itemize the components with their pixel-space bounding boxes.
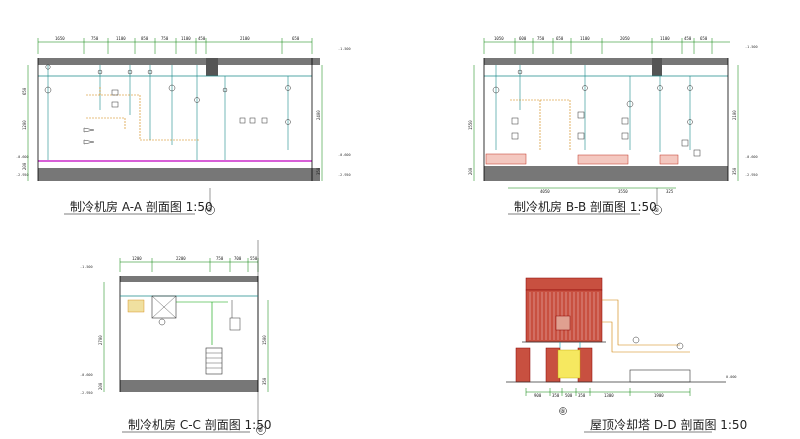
pump-base: [485, 153, 527, 165]
section-aa: 1650 750 1100 850 750 1100 450 2100 650: [16, 36, 351, 215]
duct-box: [151, 295, 177, 319]
dimension-text: 1200: [22, 120, 27, 130]
roof-slab: [120, 276, 258, 282]
dimension-text: 200: [468, 167, 473, 175]
floor-slab: [120, 380, 258, 392]
axis-label: ⑧: [258, 427, 263, 434]
dimension-text: 1050: [494, 36, 504, 41]
dimension-text: -2.950: [338, 173, 351, 177]
dimension-text: -0.600: [16, 155, 29, 159]
support-pier: [515, 347, 531, 383]
cooling-tower-top: [525, 277, 603, 291]
beam: [206, 58, 218, 76]
pump-base: [659, 154, 679, 165]
axis-label: ⑧: [560, 408, 565, 415]
dimension-text: 3550: [618, 189, 628, 194]
stair: [205, 347, 223, 375]
roof-slab: [38, 58, 320, 65]
dimension-text: 1300: [604, 393, 614, 398]
dimension-text: 2100: [732, 110, 737, 120]
dimension-text: -0.600: [745, 155, 758, 159]
dimension-text: 750: [161, 36, 169, 41]
dimension-text: 600: [519, 36, 527, 41]
floor-slab: [38, 168, 320, 181]
dimension-text: 1900: [654, 393, 664, 398]
dimension-text: 2100: [240, 36, 250, 41]
section-bb: 1050 600 750 650 1100 2050 1100 450 650: [468, 36, 758, 215]
dimension-text: 850: [141, 36, 149, 41]
dimension-text: 1650: [55, 36, 65, 41]
dimension-text: -1.500: [745, 45, 758, 49]
dimension-text: 350: [552, 393, 560, 398]
dimension-text: 550: [250, 256, 258, 261]
section-cc: 1200 2200 750 700 550 -1.500 -0.600 -2.950 270…: [80, 240, 271, 435]
dimension-text: 350: [578, 393, 586, 398]
dimension-text: 500: [565, 393, 573, 398]
dimension-text: 1550: [468, 120, 473, 130]
dimension-text: -0.600: [80, 373, 93, 377]
dimension-text: -0.600: [338, 153, 351, 157]
dimension-text: 325: [666, 189, 674, 194]
dimension-text: 450: [684, 36, 692, 41]
beam: [652, 58, 662, 76]
section-cc-title: 制冷机房 C-C 剖面图 1:50: [128, 417, 271, 432]
dimension-text: 750: [216, 256, 224, 261]
dimension-text: -2.950: [16, 173, 29, 177]
dimension-text: 750: [91, 36, 99, 41]
dimension-text: -1.500: [338, 47, 351, 51]
dimension-text: 2400: [316, 110, 321, 120]
dimension-text: 1500: [262, 335, 267, 345]
dimension-text: 2700: [98, 335, 103, 345]
dimension-text: 1200: [132, 256, 142, 261]
dimension-text: 750: [537, 36, 545, 41]
dimension-text: 200: [98, 382, 103, 390]
axis-marker: [652, 205, 662, 215]
dimension-text: 900: [534, 393, 542, 398]
section-bb-title: 制冷机房 B-B 剖面图 1:50: [514, 199, 657, 214]
dimension-text: 2050: [620, 36, 630, 41]
dimension-text: 1100: [116, 36, 126, 41]
dimension-text: 700: [234, 256, 242, 261]
dimension-text: 1100: [580, 36, 590, 41]
dimension-text: 350: [316, 167, 321, 175]
dimension-text: 1100: [660, 36, 670, 41]
dimension-text: 350: [262, 377, 267, 385]
axis-label: ②: [654, 207, 660, 214]
section-dd: 900 350 500 350 1300 1900 0.000 ⑧ 屋顶冷却塔 D-D 剖…: [506, 277, 747, 433]
equipment-base: [629, 369, 691, 383]
dimension-text: -1.500: [80, 265, 93, 269]
dimension-text: 650: [22, 87, 27, 95]
dimension-text: 650: [292, 36, 300, 41]
dimension-text: 2200: [176, 256, 186, 261]
dimension-text: 1100: [181, 36, 191, 41]
dimension-text: 650: [700, 36, 708, 41]
axis-marker: [256, 425, 266, 435]
floor-slab: [484, 166, 728, 181]
roof-slab: [484, 58, 728, 65]
axis-label: ②: [207, 207, 213, 214]
axis-marker: [205, 205, 215, 215]
chiller-base: [577, 154, 629, 165]
dimension-text: 200: [22, 162, 27, 170]
dimension-text: -2.950: [80, 391, 93, 395]
dimension-text: 4050: [540, 189, 550, 194]
dimension-text: 350: [732, 167, 737, 175]
axis-marker: [559, 407, 567, 415]
dimension-text: 450: [198, 36, 206, 41]
section-dd-title: 屋顶冷却塔 D-D 剖面图 1:50: [590, 418, 747, 432]
dimension-text: -2.950: [745, 173, 758, 177]
section-aa-title: 制冷机房 A-A 剖面图 1:50: [70, 199, 213, 214]
dimension-text: 650: [556, 36, 564, 41]
dimension-text: 0.000: [726, 375, 737, 379]
